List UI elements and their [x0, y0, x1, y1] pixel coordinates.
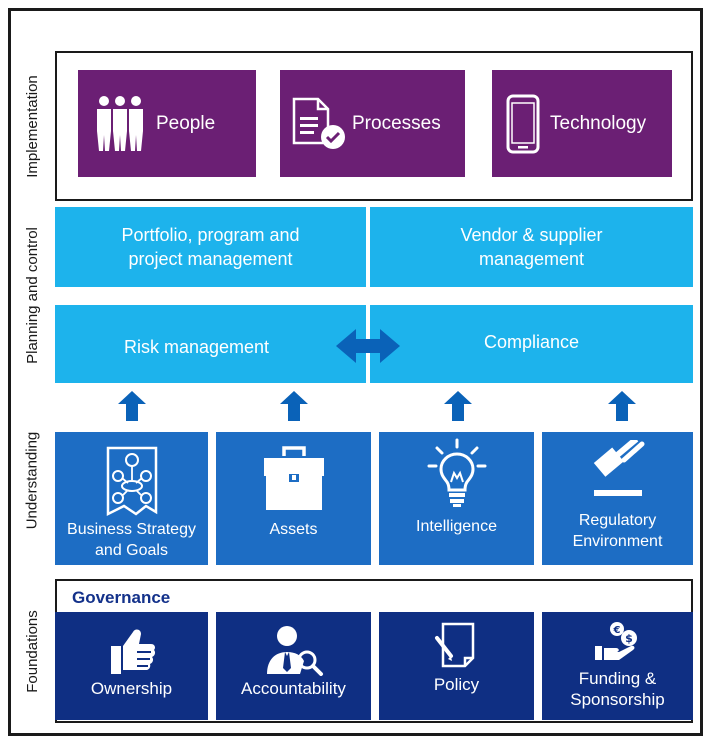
intelligence-box: Intelligence	[379, 432, 534, 565]
policy-label: Policy	[433, 675, 480, 694]
vendor-line1: Vendor & supplier	[460, 225, 603, 245]
money-hand-icon: € $	[542, 620, 693, 664]
processes-box: Processes	[280, 70, 465, 177]
layer-label-foundations: Foundations	[23, 609, 41, 693]
business-strategy-box: Business Strategy and Goals	[55, 432, 208, 565]
up-arrow-icon	[444, 391, 472, 421]
ownership-box: Ownership	[55, 612, 208, 720]
funding-line2: Sponsorship	[570, 690, 665, 709]
up-arrow-icon	[280, 391, 308, 421]
up-arrow-icon	[118, 391, 146, 421]
people-label: People	[156, 112, 216, 134]
accountability-label: Accountability	[241, 679, 346, 698]
compliance-label: Compliance	[483, 332, 580, 352]
double-arrow-icon	[336, 329, 400, 363]
regulatory-line2: Environment	[572, 533, 663, 550]
person-search-icon	[216, 622, 371, 676]
people-box: People	[78, 70, 256, 177]
business-strategy-line2: and Goals	[95, 542, 168, 559]
compliance-box: Compliance	[370, 305, 693, 383]
layer-label-implementation: Implementation	[23, 74, 41, 178]
technology-label: Technology	[550, 112, 647, 134]
layer-label-understanding: Understanding	[23, 431, 41, 529]
business-strategy-line1: Business Strategy	[67, 521, 196, 538]
vendor-line2: management	[478, 249, 585, 269]
smartphone-icon	[506, 94, 540, 154]
portfolio-box: Portfolio, program and project managemen…	[55, 207, 366, 287]
assets-box: Assets	[216, 432, 371, 565]
policy-box: Policy	[379, 612, 534, 720]
lightbulb-icon	[379, 438, 534, 508]
layer-label-planning: Planning and control	[23, 226, 41, 364]
governance-title: Governance	[72, 588, 171, 607]
accountability-box: Accountability	[216, 612, 371, 720]
up-arrow-icon	[608, 391, 636, 421]
funding-line1: Funding &	[578, 669, 657, 688]
thumbs-up-icon	[55, 624, 208, 676]
assets-label: Assets	[269, 521, 318, 538]
regulatory-line1: Regulatory	[578, 512, 657, 529]
regulatory-box: Regulatory Environment	[542, 432, 693, 565]
svg-text:$: $	[625, 632, 633, 645]
processes-label: Processes	[352, 112, 441, 134]
technology-box: Technology	[492, 70, 672, 177]
portfolio-line2: project management	[128, 249, 293, 269]
people-icon	[96, 95, 144, 153]
risk-management-label: Risk management	[123, 337, 270, 357]
document-pen-icon	[379, 620, 534, 668]
vendor-box: Vendor & supplier management	[370, 207, 693, 287]
funding-box: € $ Funding & Sponsorship	[542, 612, 693, 720]
ownership-label: Ownership	[90, 679, 173, 698]
intelligence-label: Intelligence	[416, 518, 497, 535]
gavel-icon	[542, 440, 693, 500]
document-check-icon	[290, 97, 346, 151]
risk-management-box: Risk management	[55, 305, 366, 383]
portfolio-line1: Portfolio, program and	[121, 225, 300, 245]
strategy-diagram-icon	[55, 444, 208, 520]
svg-text:€: €	[612, 625, 620, 636]
briefcase-icon	[216, 444, 371, 514]
